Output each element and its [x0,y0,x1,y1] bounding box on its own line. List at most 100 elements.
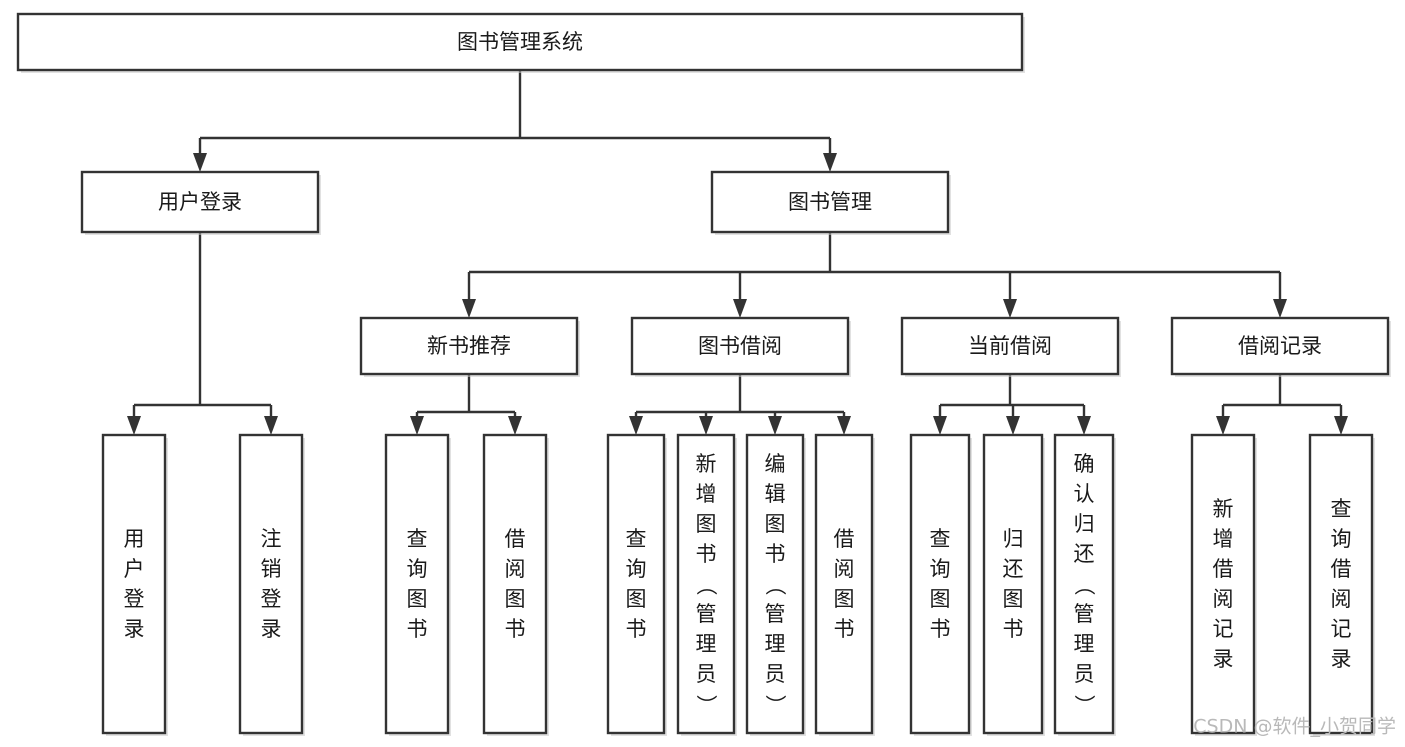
svg-text:辑: 辑 [765,482,786,506]
node-book-borrow[interactable]: 图书借阅 [630,316,851,377]
svg-text:记: 记 [1331,617,1352,641]
svg-text:注: 注 [261,527,282,551]
node-box[interactable] [1308,433,1374,735]
arrow-head-icon [410,416,424,435]
node-box[interactable] [238,433,304,735]
node-label: 当前借阅 [968,334,1052,358]
svg-text:录: 录 [1213,647,1234,671]
node-box[interactable] [630,316,850,376]
svg-text:（: （ [1072,575,1096,596]
svg-text:理: 理 [1074,632,1095,656]
svg-text:书: 书 [1003,617,1024,641]
arrow-head-icon [699,416,713,435]
node-current-borrow[interactable]: 当前借阅 [900,316,1121,377]
arrow-head-icon [1216,416,1230,435]
svg-text:（: （ [763,575,787,596]
node-book-manage[interactable]: 图书管理 [710,170,951,235]
svg-text:图: 图 [626,587,647,611]
svg-text:阅: 阅 [1213,587,1234,611]
svg-text:询: 询 [626,557,647,581]
svg-text:录: 录 [261,617,282,641]
node-leaf-user-login[interactable]: 用户登录 [101,433,168,736]
svg-text:（: （ [694,575,718,596]
svg-text:增: 增 [696,482,717,506]
node-box[interactable] [676,433,736,735]
node-box[interactable] [710,170,950,234]
node-box[interactable] [909,433,971,735]
svg-text:归: 归 [1074,512,1095,536]
node-box[interactable] [1053,433,1115,735]
svg-text:阅: 阅 [1331,587,1352,611]
svg-text:）: ） [1072,695,1096,716]
node-box[interactable] [16,12,1024,72]
svg-text:书: 书 [505,617,526,641]
node-borrow-record[interactable]: 借阅记录 [1170,316,1391,377]
node-new-book-recommend[interactable]: 新书推荐 [359,316,580,377]
svg-text:图: 图 [505,587,526,611]
node-box[interactable] [1170,316,1390,376]
svg-text:书: 书 [834,617,855,641]
node-box[interactable] [101,433,167,735]
svg-text:新: 新 [696,452,717,476]
svg-text:查: 查 [1331,497,1352,521]
svg-text:借: 借 [505,527,526,551]
svg-text:图: 图 [1003,587,1024,611]
svg-text:）: ） [763,695,787,716]
node-box[interactable] [80,170,320,234]
node-box[interactable] [384,433,450,735]
svg-text:管: 管 [1074,602,1095,626]
arrow-head-icon [733,299,747,318]
node-box[interactable] [482,433,548,735]
svg-text:图: 图 [930,587,951,611]
svg-text:书: 书 [765,542,786,566]
svg-text:录: 录 [124,617,145,641]
node-box[interactable] [982,433,1044,735]
svg-text:询: 询 [1331,527,1352,551]
svg-text:认: 认 [1074,482,1095,506]
svg-text:借: 借 [1331,557,1352,581]
svg-text:管: 管 [696,602,717,626]
arrow-head-icon [1077,416,1091,435]
svg-text:阅: 阅 [505,557,526,581]
svg-text:查: 查 [930,527,951,551]
node-label: 图书管理 [788,190,872,214]
arrow-head-icon [629,416,643,435]
node-user-login[interactable]: 用户登录 [80,170,321,235]
node-box[interactable] [814,433,874,735]
svg-text:员: 员 [1074,662,1095,686]
svg-text:销: 销 [261,557,282,581]
node-box[interactable] [900,316,1120,376]
svg-text:书: 书 [626,617,647,641]
node-box[interactable] [1190,433,1256,735]
node-box[interactable] [359,316,579,376]
node-root-图书管理系统[interactable]: 图书管理系统 [16,12,1025,73]
node-box[interactable] [745,433,805,735]
connector-group [410,374,522,435]
arrow-head-icon [1334,416,1348,435]
svg-text:增: 增 [1213,527,1234,551]
connector-group [933,374,1091,435]
svg-text:登: 登 [261,587,282,611]
connector-layer [127,70,1348,435]
node-box[interactable] [606,433,666,735]
connector-group [462,232,1287,318]
